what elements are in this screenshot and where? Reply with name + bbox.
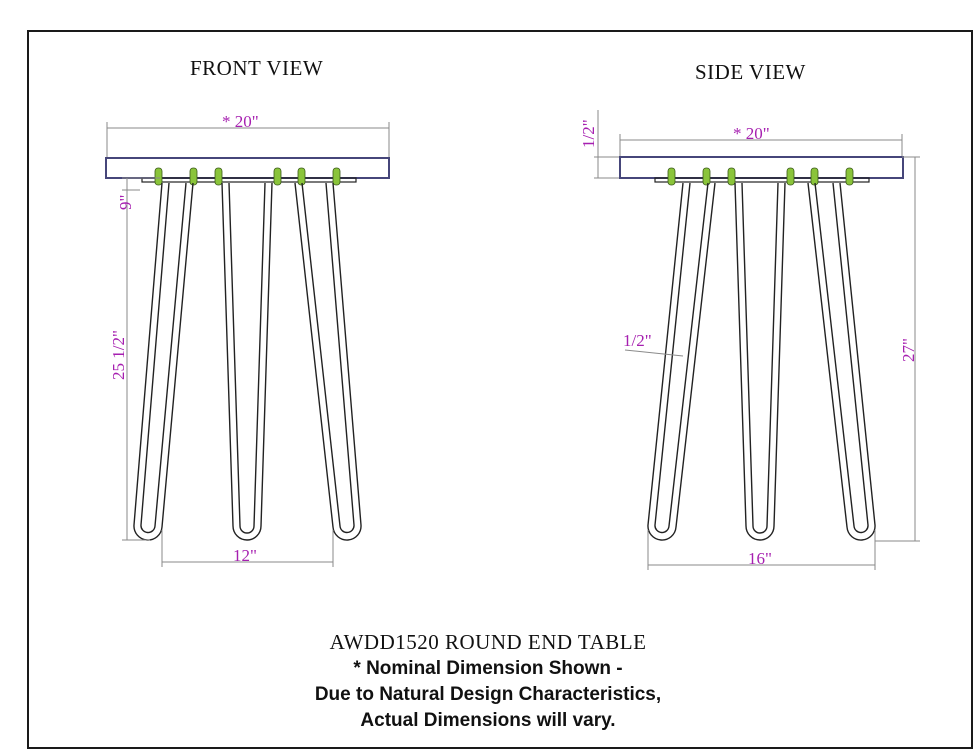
front-mounting-plate [141, 177, 357, 183]
side-width-dimension [619, 134, 903, 157]
variation-note-1: Due to Natural Design Characteristics, [314, 684, 662, 705]
screw [727, 167, 736, 186]
front-leg-right-inner [301, 182, 355, 534]
screw [214, 167, 223, 186]
front-width-label: * 20" [222, 112, 259, 131]
screw [810, 167, 819, 186]
side-leg-spacing-dimension [647, 530, 876, 570]
side-leg-center-inner [741, 182, 779, 534]
front-leg-spacing-dimension [161, 530, 334, 567]
side-total-height-label: 27" [899, 338, 918, 362]
screw [786, 167, 795, 186]
screw [273, 167, 282, 186]
nominal-note: * Nominal Dimension Shown - [353, 658, 623, 679]
front-legs [133, 182, 362, 541]
side-leg-spacing-label: 16" [748, 549, 772, 568]
screw [332, 167, 341, 186]
side-total-height-dimension [875, 156, 920, 542]
side-leg-left-inner [654, 182, 709, 534]
side-view-title: SIDE VIEW [695, 60, 806, 84]
front-leg-center [221, 182, 273, 541]
side-thickness-dimension [594, 110, 620, 179]
front-height-dimension [122, 177, 160, 541]
side-width-label: * 20" [733, 124, 770, 143]
front-tabletop [105, 157, 390, 179]
front-leg-center-inner [228, 182, 266, 534]
front-view-title: FRONT VIEW [190, 56, 324, 80]
side-legs [647, 182, 876, 541]
screw [297, 167, 306, 186]
screw [845, 167, 854, 186]
screw [667, 167, 676, 186]
side-leg-left [647, 182, 716, 541]
side-leg-right [807, 182, 876, 541]
front-leg-right [294, 182, 362, 541]
screw [189, 167, 198, 186]
side-leg-right-inner [814, 182, 869, 534]
side-leg-center [734, 182, 786, 541]
front-view-drawing: * 20" 9" 2 [105, 112, 390, 567]
side-mounting-plate [654, 177, 870, 183]
drawing-frame [27, 30, 973, 749]
screw [154, 167, 163, 186]
side-screws [667, 167, 854, 186]
front-width-dimension [106, 122, 390, 158]
front-gap-label: 9" [116, 195, 135, 210]
side-tabletop [619, 156, 904, 179]
side-rod-leader [624, 349, 684, 357]
front-leg-spacing-label: 12" [233, 546, 257, 565]
model-caption: AWDD1520 ROUND END TABLE [329, 630, 647, 654]
side-view-drawing: * 20" 1/2" [579, 110, 920, 570]
variation-note-2: Actual Dimensions will vary. [360, 710, 616, 731]
side-thickness-label: 1/2" [579, 119, 598, 148]
side-rod-label: 1/2" [623, 331, 652, 350]
front-leg-left [133, 182, 194, 541]
front-leg-left-inner [140, 182, 187, 534]
screw [702, 167, 711, 186]
front-screws [154, 167, 341, 186]
front-leg-height-label: 25 1/2" [109, 330, 128, 380]
